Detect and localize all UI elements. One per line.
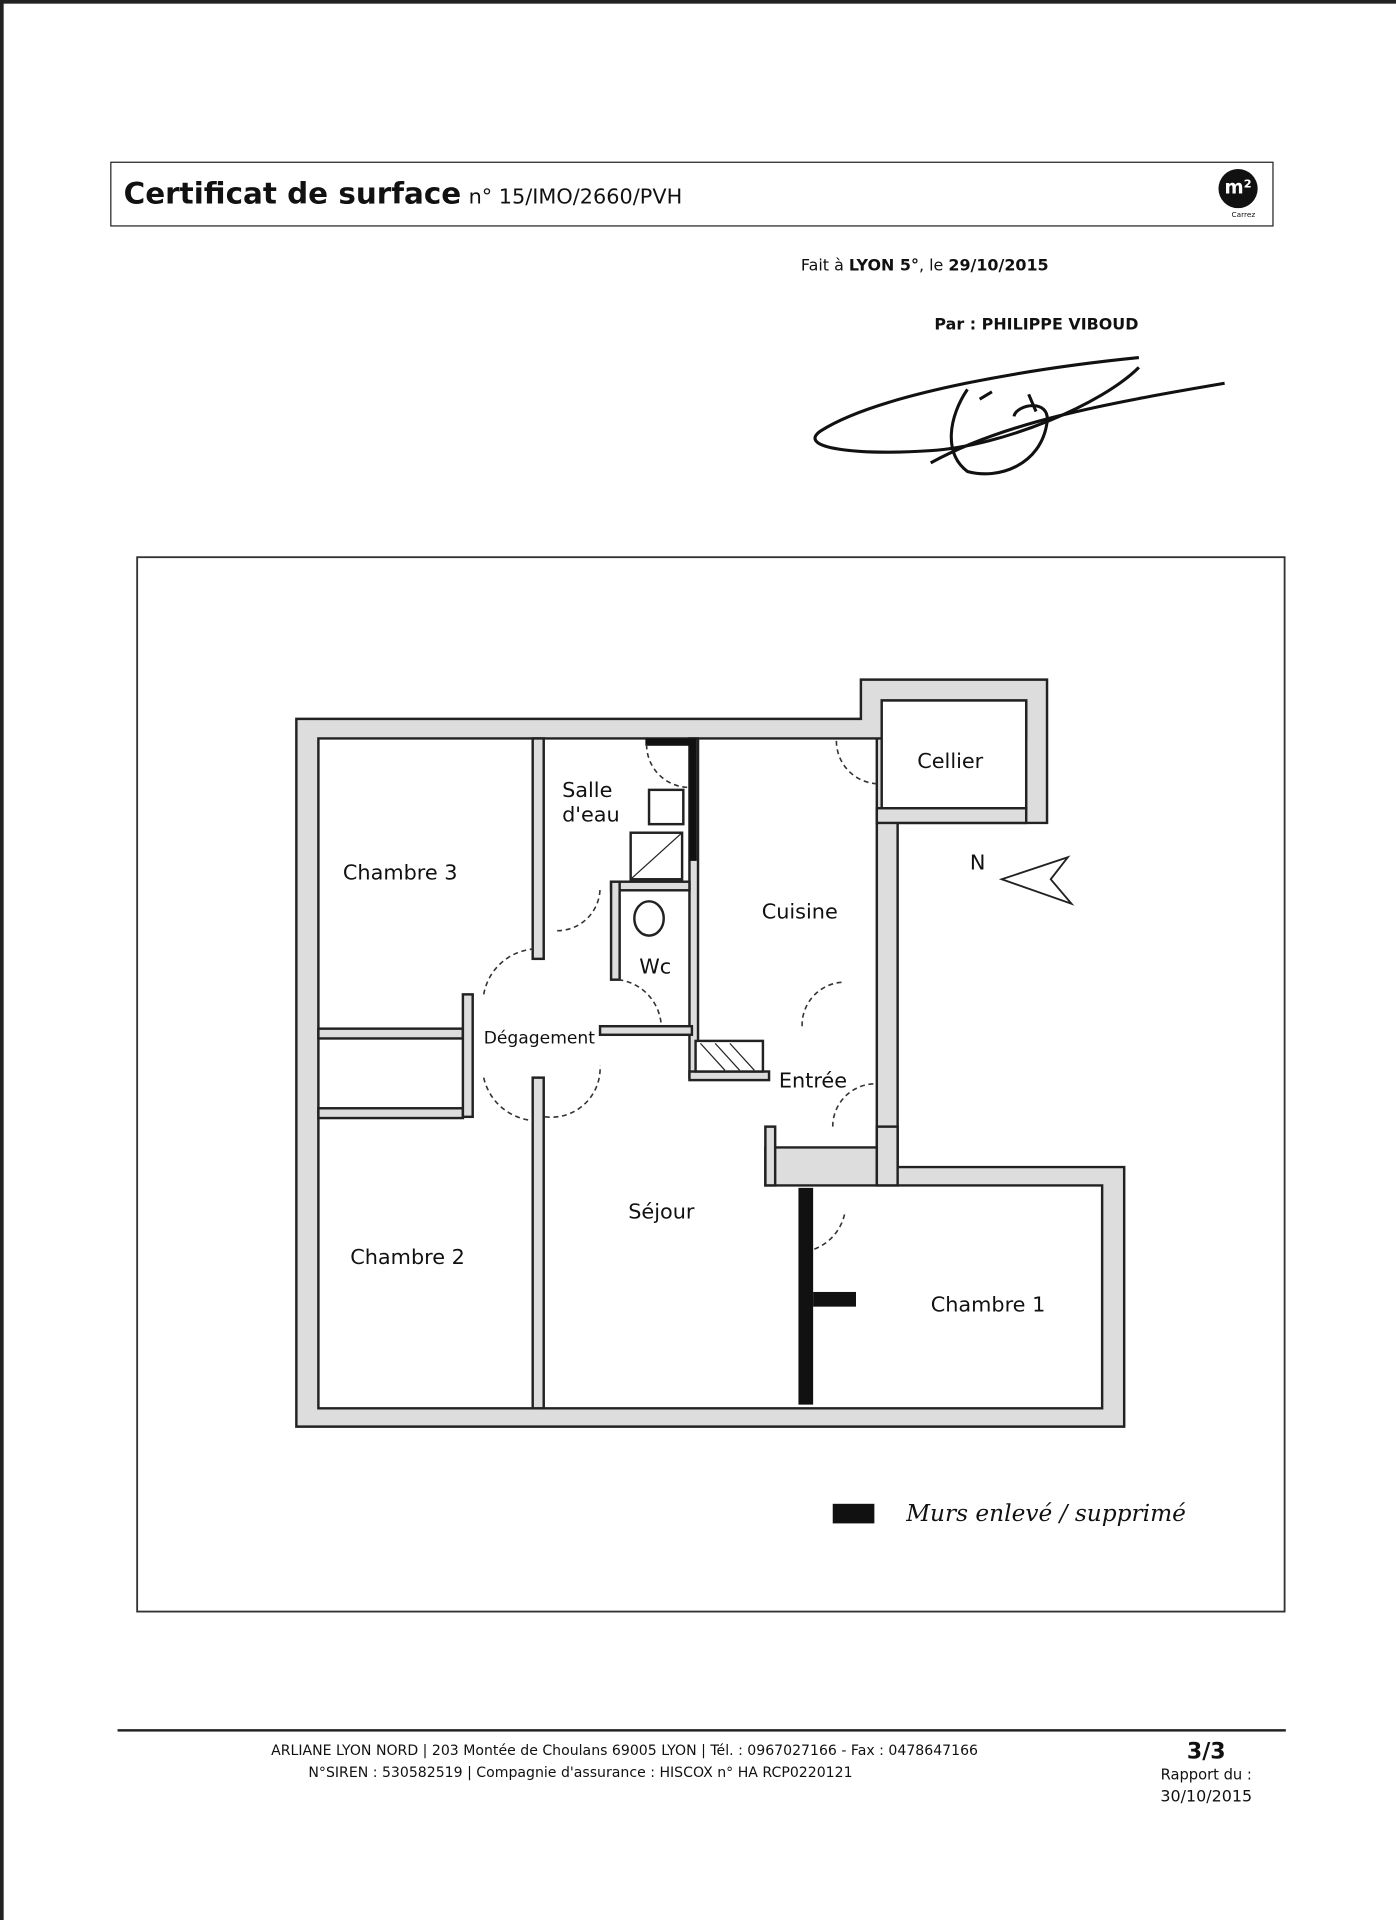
toilet-icon — [633, 900, 665, 937]
wall — [609, 880, 621, 981]
wall — [875, 1125, 899, 1187]
removed-wall — [813, 1291, 856, 1307]
wall — [688, 1070, 771, 1082]
signature — [813, 356, 1225, 476]
wall — [598, 1024, 694, 1037]
room-chambre-2: Chambre 2 — [350, 1245, 465, 1269]
wall — [317, 1107, 465, 1120]
room-salle-deau-2: d'eau — [562, 803, 620, 827]
footer-divider — [117, 1729, 1286, 1732]
footer-company: ARLIANE LYON NORD | 203 Montée de Choula… — [271, 1741, 978, 1759]
removed-wall — [645, 738, 690, 746]
door-swings — [482, 740, 877, 1250]
north-label: N — [970, 850, 986, 874]
room-wc: Wc — [639, 955, 671, 979]
cellier-wall — [875, 807, 1028, 825]
m2-logo: m² — [1218, 168, 1258, 209]
duct — [694, 1039, 765, 1073]
place-middle: , le — [918, 257, 949, 276]
place-prefix: Fait à — [800, 257, 849, 276]
title-text: Certificat de surface — [123, 176, 462, 211]
room-sejour: Séjour — [628, 1199, 695, 1223]
scan-edge-top — [0, 0, 1396, 4]
scan-edge-left — [0, 0, 4, 1920]
plan-frame — [136, 556, 1286, 1613]
removed-wall — [689, 738, 697, 861]
room-chambre-1: Chambre 1 — [931, 1293, 1046, 1317]
room-cuisine: Cuisine — [762, 899, 838, 923]
report-label: Rapport du : — [1160, 1765, 1252, 1784]
duct-hatch — [700, 1042, 755, 1071]
floor-plan — [295, 678, 1126, 1428]
sink-icon — [647, 788, 685, 826]
date: 29/10/2015 — [948, 257, 1049, 276]
footer-siren: N°SIREN : 530582519 | Compagnie d'assura… — [308, 1763, 853, 1781]
room-cellier: Cellier — [917, 749, 983, 773]
place-date: Fait à LYON 5°, le 29/10/2015 — [801, 257, 1049, 275]
certificate-number: n° 15/IMO/2660/PVH — [468, 184, 683, 210]
legend-removed-wall-swatch — [832, 1503, 875, 1524]
wall — [531, 1076, 545, 1410]
city: LYON 5° — [848, 257, 919, 276]
removed-wall — [798, 1187, 814, 1405]
wall — [531, 737, 545, 961]
author: Par : PHILIPPE VIBOUD — [934, 315, 1139, 335]
room-entree: Entrée — [779, 1068, 847, 1092]
shower-diagonal — [630, 832, 683, 880]
wall — [461, 993, 474, 1119]
report-date: 30/10/2015 — [1160, 1787, 1253, 1807]
page-number: 3/3 — [1186, 1738, 1226, 1765]
wall — [609, 880, 691, 892]
room-chambre-3: Chambre 3 — [343, 860, 458, 884]
wall — [764, 1125, 777, 1187]
north-arrow — [998, 855, 1075, 906]
room-salle-deau-1: Salle — [562, 778, 612, 802]
legend-note: Murs enlevé / supprimé — [905, 1500, 1186, 1527]
logo-caption: Carrez — [1231, 210, 1256, 220]
cellier-room — [880, 699, 1028, 810]
room-degagement: Dégagement — [484, 1028, 596, 1048]
wall — [317, 1027, 465, 1040]
